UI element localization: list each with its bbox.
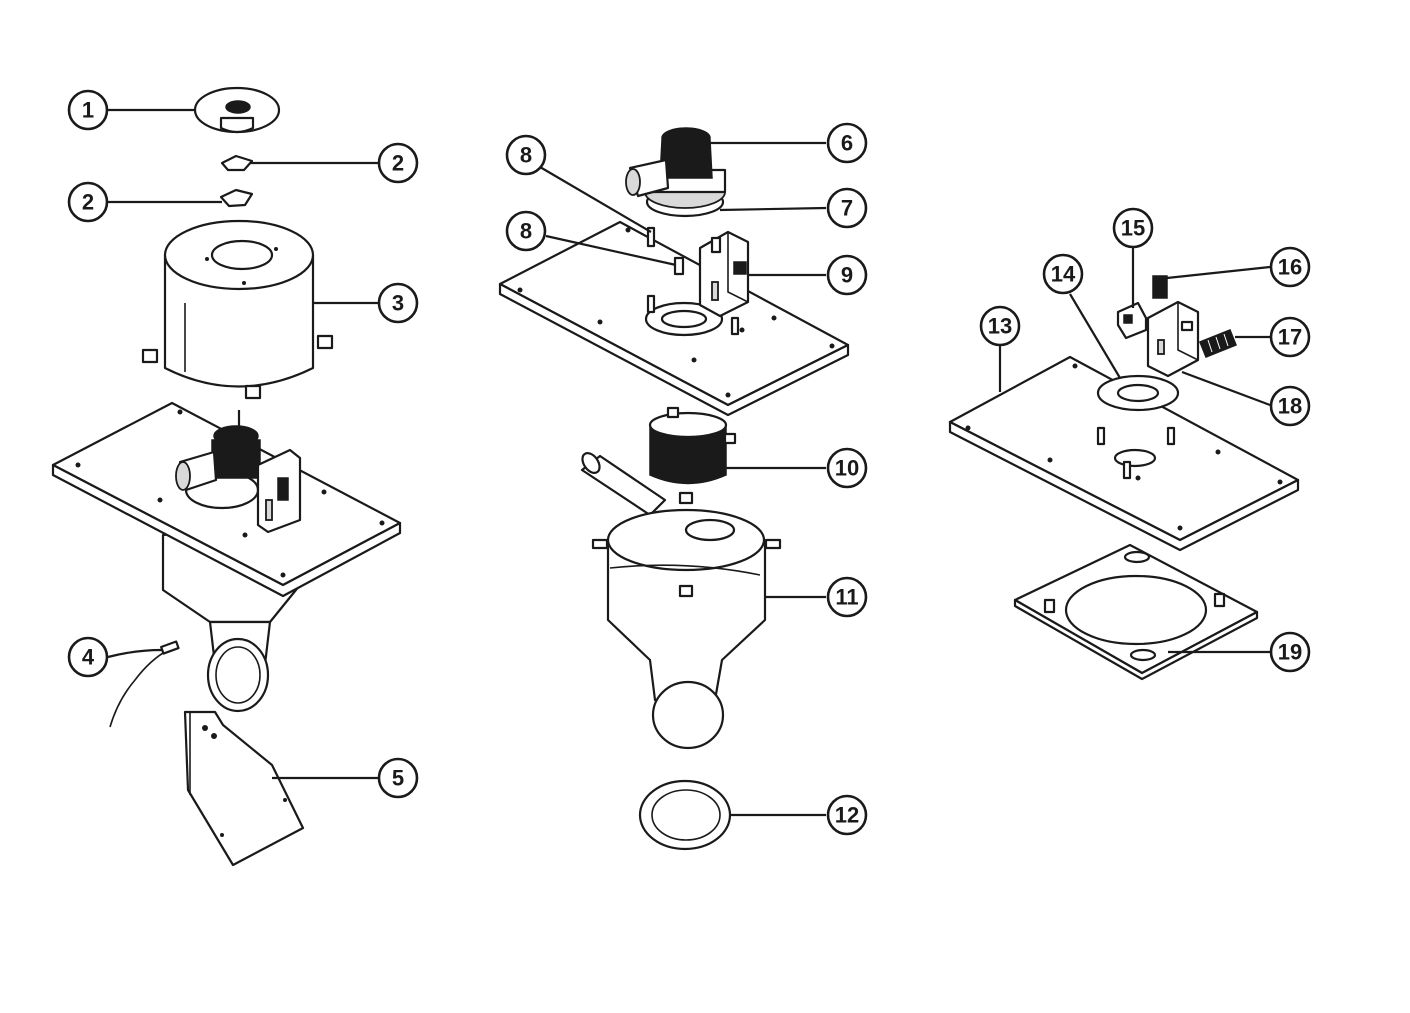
callout-18: 18 <box>1269 385 1311 427</box>
callout-2-lower-label: 2 <box>82 190 94 215</box>
part-15-circuit-board <box>1116 301 1148 340</box>
callout-9: 9 <box>826 254 868 296</box>
callout-19: 19 <box>1269 631 1311 673</box>
callout-2-upper-label: 2 <box>392 151 404 176</box>
middle-base-plate <box>498 220 850 417</box>
callout-15-label: 15 <box>1121 216 1145 241</box>
callout-7-label: 7 <box>841 196 853 221</box>
part-12-ring <box>638 779 732 851</box>
callout-16: 16 <box>1269 246 1311 288</box>
part-14-gasket <box>1096 374 1180 412</box>
part-13-plate <box>948 355 1300 552</box>
callout-4: 4 <box>67 636 109 678</box>
callout-3-label: 3 <box>392 291 404 316</box>
part-3-cylinder-housing <box>141 219 334 400</box>
part-2-plate-upper <box>220 154 254 172</box>
part-10-filter <box>580 406 737 517</box>
part-1-top-cap <box>193 86 281 134</box>
callout-4-label: 4 <box>82 645 95 670</box>
callout-15: 15 <box>1112 207 1154 249</box>
leader-lines <box>107 108 1271 817</box>
callout-3: 3 <box>377 282 419 324</box>
callout-14-label: 14 <box>1051 262 1076 287</box>
part-2-plate-lower <box>219 188 254 208</box>
part-16-relay <box>1152 275 1168 299</box>
callout-5: 5 <box>377 757 419 799</box>
part-18-mounting-bracket <box>1146 300 1200 378</box>
callout-6-label: 6 <box>841 131 853 156</box>
callout-1-label: 1 <box>82 98 94 123</box>
callout-2-upper: 2 <box>377 142 419 184</box>
part-9-bracket <box>698 230 750 318</box>
part-6-motor <box>625 127 727 218</box>
callout-19-label: 19 <box>1278 640 1302 665</box>
callout-17: 17 <box>1269 316 1311 358</box>
part-5-deflector-plate <box>183 710 305 867</box>
right-assembly <box>948 275 1300 681</box>
callout-9-label: 9 <box>841 263 853 288</box>
callout-8-lower-label: 8 <box>520 219 532 244</box>
callout-5-label: 5 <box>392 766 404 791</box>
left-assembly <box>51 86 402 867</box>
callout-14: 14 <box>1042 253 1084 295</box>
callout-6: 6 <box>826 122 868 164</box>
callout-10-label: 10 <box>835 456 859 481</box>
part-11-hopper <box>591 491 782 750</box>
part-19-flange-plate <box>1013 543 1259 681</box>
callout-1: 1 <box>67 89 109 131</box>
part-17-terminal-block <box>1199 329 1237 358</box>
callout-18-label: 18 <box>1278 394 1302 419</box>
callout-8-upper-label: 8 <box>520 143 532 168</box>
callout-7: 7 <box>826 187 868 229</box>
part-4-sensor-cable <box>109 640 180 728</box>
callout-11: 11 <box>826 576 868 618</box>
callout-12: 12 <box>826 794 868 836</box>
callout-8-lower: 8 <box>505 210 547 252</box>
left-base-plate-assembly <box>51 401 402 713</box>
callout-16-label: 16 <box>1278 255 1302 280</box>
middle-assembly <box>498 127 850 851</box>
callout-2-lower: 2 <box>67 181 109 223</box>
callout-8-upper: 8 <box>505 134 547 176</box>
callout-10: 10 <box>826 447 868 489</box>
callout-13-label: 13 <box>988 314 1012 339</box>
callout-13: 13 <box>979 305 1021 347</box>
callout-17-label: 17 <box>1278 325 1302 350</box>
callout-11-label: 11 <box>835 585 858 610</box>
callout-12-label: 12 <box>835 803 859 828</box>
